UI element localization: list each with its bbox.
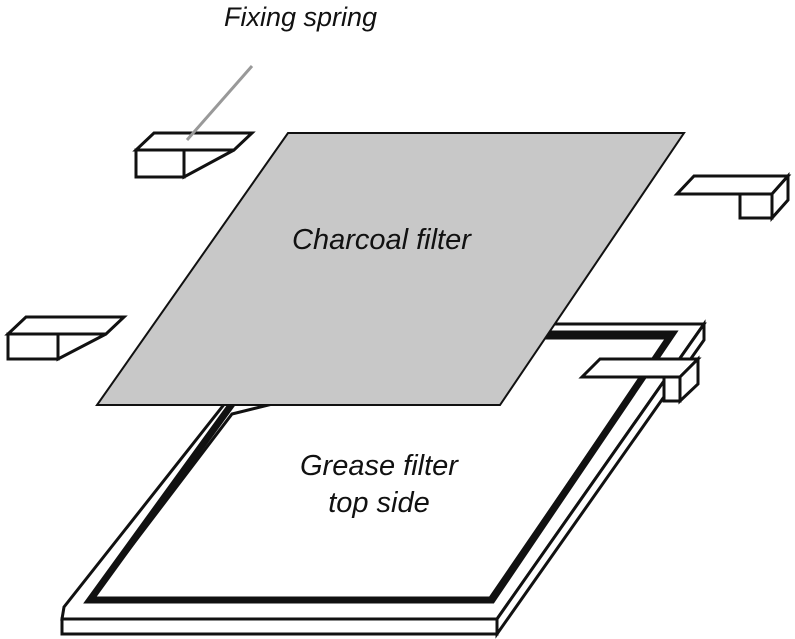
grease-frame-inner-border: [83, 330, 679, 604]
fixing-spring-left: [4, 315, 128, 362]
fixing-spring-right: [578, 355, 702, 405]
fixing-spring-label: Fixing spring: [224, 2, 378, 32]
fixing-spring-top-right: [673, 172, 792, 222]
fixing-spring-top-left: [132, 131, 256, 180]
grease-filter-label-line2: top side: [328, 487, 430, 519]
charcoal-filter-plate: [95, 132, 686, 406]
grease-filter-label-line1: Grease filter: [300, 450, 458, 482]
fixing-spring-leader-line: [185, 65, 254, 141]
grease-filter-frame: [60, 319, 707, 639]
charcoal-filter-label: Charcoal filter: [292, 224, 471, 256]
grease-filter-label: Grease filter top side: [300, 448, 458, 522]
grease-frame-right-edge: [495, 319, 706, 639]
grease-frame-front-edge: [60, 617, 499, 636]
